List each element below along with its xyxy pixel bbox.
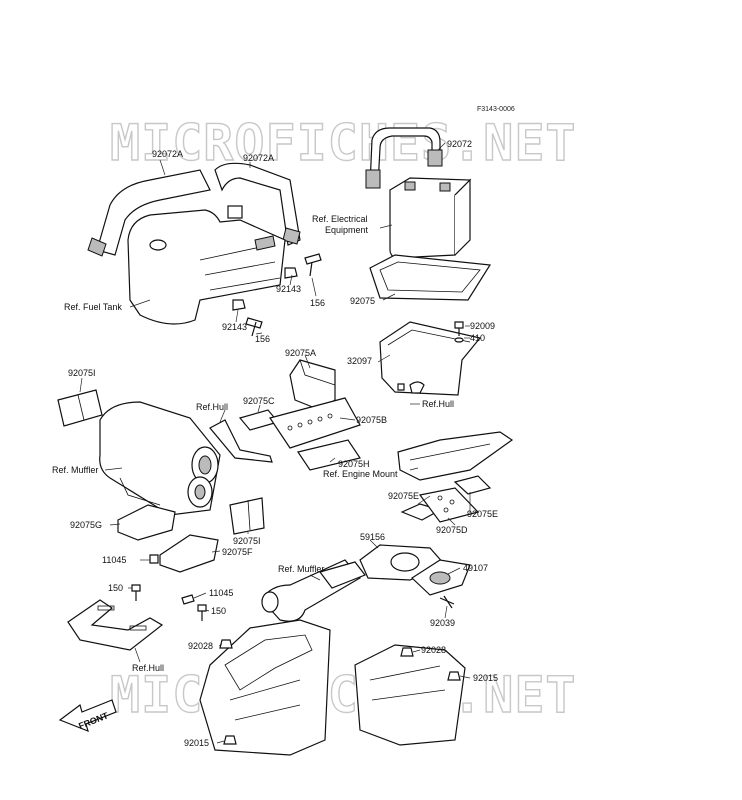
label-ref-muffler-left: Ref. Muffler [52,465,98,475]
label-92028-right: 92028 [421,645,446,655]
label-92075a: 92075A [285,348,316,358]
label-ref-hull-bottom: Ref.Hull [132,663,164,673]
bolt-nut-set-upper [232,253,322,337]
label-ref-hull-tray: Ref.Hull [422,399,454,409]
label-92039: 92039 [430,618,455,628]
muffler [99,401,221,516]
pads-92075c-b-h [238,397,361,471]
tray-fasteners [397,321,464,391]
label-92143-a: 92143 [276,284,301,294]
exhaust-tube [261,559,366,622]
label-32097: 32097 [347,356,372,366]
label-92075g: 92075G [70,520,102,530]
label-92015-right: 92015 [473,673,498,683]
label-92143-b: 92143 [222,322,247,332]
leader-lines [79,142,471,744]
battery-pad [369,254,492,301]
mount-block [289,359,336,411]
fuel-tank-straps [87,162,301,257]
label-ref-fuel-tank: Ref. Fuel Tank [64,302,122,312]
figure-code: F3143-0006 [477,106,515,113]
label-92072a-right: 92072A [243,153,274,163]
label-156-a: 156 [310,298,325,308]
hull-rail-bracket [67,599,164,651]
label-92075e-left: 92075E [388,491,419,501]
label-150-b: 150 [211,606,226,616]
label-92075i-mid: 92075I [233,536,261,546]
engine-mount-plate [397,431,514,481]
watermark-bottom: MICROFICHES.NET [110,666,577,724]
label-92028-left: 92028 [188,641,213,651]
label-49107: 49107 [463,563,488,573]
label-11045-a: 11045 [102,555,126,565]
part-labels: 92072A 92072A 92072 Ref. Electrical Equi… [52,139,498,748]
label-92075b: 92075B [356,415,387,425]
label-92075c: 92075C [243,396,275,406]
hull-deck-left [199,619,331,756]
label-156-b: 156 [255,334,270,344]
label-92075h: 92075H [338,459,370,469]
label-92075e-right: 92075E [467,509,498,519]
muffler-mounts [117,497,265,573]
hull-fasteners [219,639,461,745]
battery-tray [379,321,482,396]
label-92015-bottom: 92015 [184,738,209,748]
pad-92075i-top [57,389,103,427]
label-ref-hull-bracket: Ref.Hull [196,402,228,412]
fuel-tank [127,205,286,325]
watermark-top: MICROFICHES.NET [110,114,577,172]
battery [389,177,472,259]
hull-deck-right [354,644,466,746]
hull-bracket [209,419,273,463]
label-92009: 92009 [470,321,495,331]
label-92075i-top: 92075I [68,368,96,378]
pads-92075e-d [400,475,492,523]
label-11045-b: 11045 [209,588,233,598]
muffler-bolts [131,554,207,621]
label-150-a: 150 [108,583,123,593]
label-92072a-left: 92072A [152,149,183,159]
label-92072: 92072 [447,139,472,149]
front-arrow-icon: FRONT [58,699,117,733]
label-92075f: 92075F [222,547,253,557]
label-ref-engine-mount: Ref. Engine Mount [323,469,398,479]
label-ref-electrical-1: Ref. Electrical [312,214,368,224]
label-ref-electrical-2: Equipment [325,225,369,235]
exhaust-cover-49107 [411,559,471,609]
label-ref-muffler-mid: Ref. Muffler [278,564,324,574]
label-59156: 59156 [360,532,385,542]
battery-strap [365,127,443,189]
label-92075: 92075 [350,296,375,306]
label-92075d: 92075D [436,525,468,535]
label-410: 410 [470,333,485,343]
